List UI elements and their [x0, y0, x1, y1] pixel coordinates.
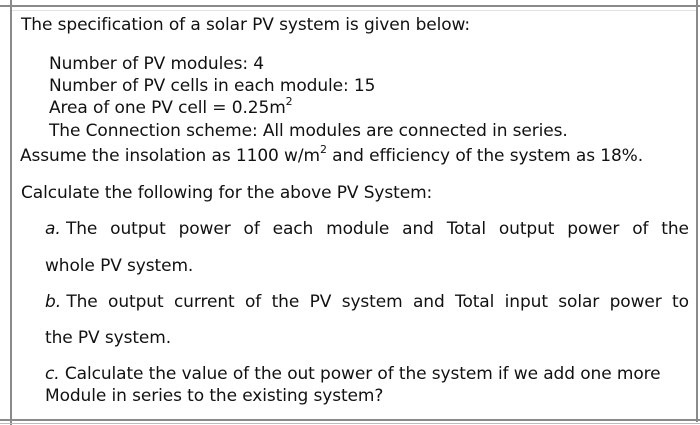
word: power — [567, 219, 620, 239]
word: Total — [446, 219, 486, 239]
question-c-line2: Module in series to the existing system? — [45, 386, 384, 406]
word: power — [609, 292, 662, 312]
word: solar — [558, 292, 600, 312]
table-outer-border-bottom — [0, 423, 700, 424]
assumption-before: Assume the insolation as 1100 w/m — [20, 146, 320, 166]
word: output — [110, 219, 166, 239]
question-a-line2: whole PV system. — [45, 256, 194, 276]
word: The — [65, 219, 98, 239]
word: the — [271, 292, 300, 312]
assumption-after: and efficiency of the system as 18%. — [326, 146, 644, 166]
question-c-line1: c. Calculate the value of the out power … — [45, 364, 661, 384]
table-border-bottom — [0, 419, 700, 421]
word: each — [272, 219, 314, 239]
table-border-right — [696, 0, 698, 422]
word: to — [672, 292, 689, 312]
word: PV — [309, 292, 332, 312]
word: of — [632, 219, 649, 239]
question-label: b. — [45, 292, 61, 312]
question-b-line1: b. The output current of the PV system a… — [45, 292, 689, 312]
question-b-label-and-words: b. The — [45, 292, 98, 312]
superscript: 2 — [285, 95, 293, 109]
question-c-text: Calculate the value of the out power of … — [64, 364, 661, 384]
table-border-top — [0, 5, 700, 7]
word: output — [498, 219, 555, 239]
word: and — [412, 292, 445, 312]
question-a-label-and-words: a. The — [45, 219, 97, 239]
spec-cells: Number of PV cells in each module: 15 — [49, 76, 376, 96]
word: The — [66, 292, 98, 312]
word: Total — [455, 292, 495, 312]
table-inner-border-top — [12, 10, 696, 11]
word: output — [108, 292, 164, 312]
question-a-line1: a. The output power of each module and T… — [45, 219, 689, 239]
spec-cell-area-text: Area of one PV cell = 0.25m — [49, 98, 286, 118]
spec-modules: Number of PV modules: 4 — [49, 54, 264, 74]
word: and — [402, 219, 434, 239]
word: system — [341, 292, 403, 312]
word: the — [661, 219, 689, 239]
intro-text: The specification of a solar PV system i… — [21, 15, 471, 35]
spec-connection: The Connection scheme: All modules are c… — [49, 121, 568, 141]
word: of — [244, 292, 262, 312]
word: current — [173, 292, 235, 312]
word: of — [243, 219, 260, 239]
superscript: 2 — [319, 143, 327, 157]
task-intro: Calculate the following for the above PV… — [21, 183, 433, 203]
question-label: c. — [45, 364, 60, 384]
spec-cell-area: Area of one PV cell = 0.25m2 — [49, 95, 293, 118]
assumption-text: Assume the insolation as 1100 w/m2 and e… — [20, 143, 644, 166]
word: power — [178, 219, 231, 239]
question-b-line2: the PV system. — [45, 328, 172, 348]
word: input — [504, 292, 548, 312]
word: module — [326, 219, 390, 239]
question-label: a. — [45, 219, 61, 239]
table-border-left — [10, 0, 12, 425]
